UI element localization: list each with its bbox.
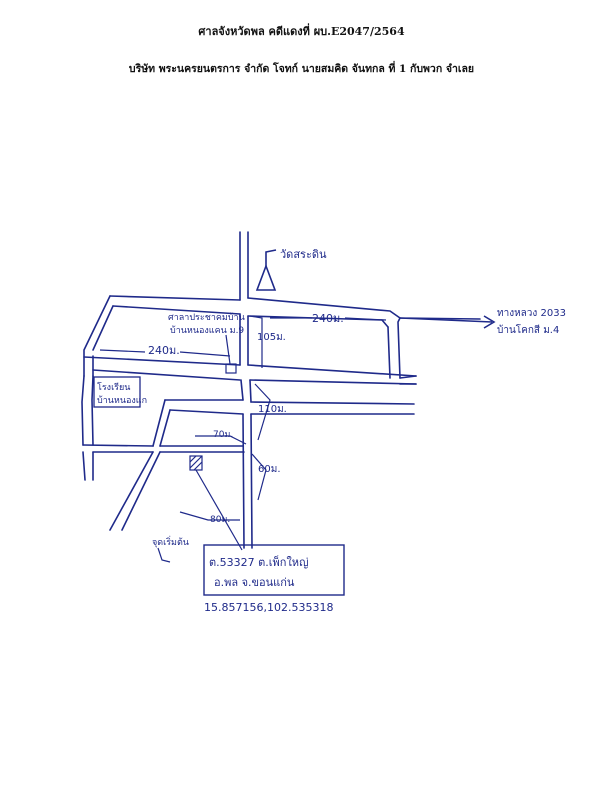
road-400-left-join xyxy=(152,399,171,447)
left-vertical-road xyxy=(81,375,94,446)
road-400-lower xyxy=(169,409,415,415)
start-point-pointer xyxy=(157,547,171,563)
road-400-upper xyxy=(164,399,415,405)
main-road-right-edge xyxy=(247,231,253,549)
distance-vertical-mid: 110ม. xyxy=(258,404,287,415)
left-loop-outer xyxy=(83,295,114,377)
school-label-line2: บ้านหนองแก xyxy=(97,395,147,406)
school-label-line1: โรงเรียน xyxy=(97,382,130,393)
village-hall-marker-icon xyxy=(225,334,237,374)
highway-label-line2: บ้านโคกสี ม.4 xyxy=(497,323,559,336)
school-box: โรงเรียน บ้านหนองแก xyxy=(93,376,147,408)
road-network xyxy=(81,231,481,549)
middle-road-lower-edge xyxy=(92,369,417,385)
parcel-line2: อ.พล จ.ขอนแก่น xyxy=(214,576,295,589)
distance-top-right: 240ม. xyxy=(312,312,344,325)
top-road-right-branch xyxy=(387,317,401,379)
distance-vertical-top: 105ม. xyxy=(257,332,286,343)
main-road-left-edge xyxy=(239,231,245,549)
parcel-marker-icon xyxy=(189,455,243,551)
diagonal-road-outer xyxy=(109,451,161,531)
village-hall-label-line2: บ้านหนองแคน ม.9 xyxy=(170,325,244,336)
temple-label: วัดสระดิน xyxy=(280,248,327,261)
temple-icon xyxy=(255,249,277,291)
dimension-marks xyxy=(99,315,387,521)
parcel-line1: ต.53327 ต.เพ็กใหญ่ xyxy=(209,555,308,569)
highway-arrow-icon xyxy=(399,315,496,329)
parcel-coordinates: 15.857156,102.535318 xyxy=(204,601,333,614)
court-case-title: ศาลจังหวัดพล คดีแดงที่ ผบ.E2047/2564 xyxy=(198,25,405,38)
case-parties-line: บริษัท พระนครยนตรการ จำกัด โจทก์ นายสมคิ… xyxy=(128,63,475,75)
distance-middle-left: 240ม. xyxy=(148,344,180,357)
start-point-label: จุดเริ่มต้น xyxy=(152,535,189,548)
highway-label-line1: ทางหลวง 2033 xyxy=(497,308,566,319)
middle-road-upper-edge xyxy=(83,356,417,377)
distance-vertical-low: 60ม. xyxy=(258,464,281,475)
top-road-upper-edge xyxy=(109,295,481,320)
distance-horizontal-short: 70ม. xyxy=(213,430,233,440)
left-lower-road xyxy=(82,451,94,481)
road-446-upper xyxy=(82,444,244,447)
parcel-info-box: ต.53327 ต.เพ็กใหญ่ อ.พล จ.ขอนแก่น xyxy=(203,544,345,596)
right-stubs xyxy=(399,375,417,385)
village-hall-label-line1: ศาลาประชาคมบ้าน xyxy=(168,312,245,323)
